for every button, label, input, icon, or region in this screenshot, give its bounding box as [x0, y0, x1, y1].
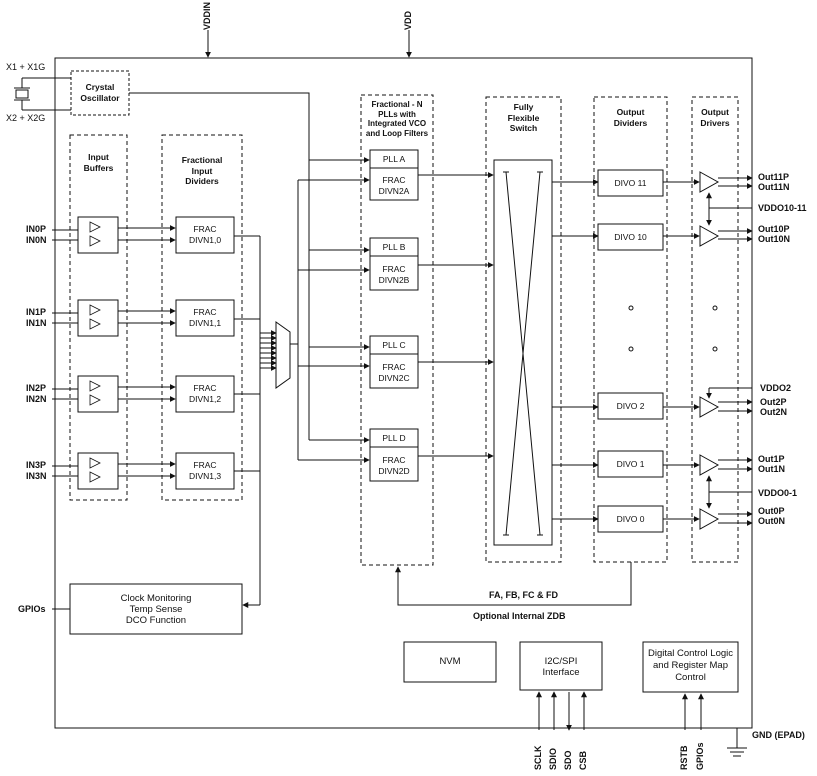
divo-11: DIVO 11: [614, 178, 647, 188]
chip-outline: [54, 57, 753, 729]
pll-d-label: PLL D: [382, 433, 406, 443]
divn1-2: FRAC DIVN1,2: [188, 383, 222, 404]
input-dividers-title: Fractional Input Dividers: [181, 155, 223, 186]
switch-title: Fully Flexible Switch: [507, 102, 540, 133]
zdb-label: Optional Internal ZDB: [473, 611, 566, 621]
input-mux: [275, 321, 291, 389]
pin-rstb: RSTB: [679, 745, 689, 771]
digital-label: Digital Control Logic and Register Map C…: [647, 648, 733, 683]
divn1-1: FRAC DIVN1,1: [188, 307, 222, 328]
pin-csb: CSB: [578, 750, 588, 770]
out10p: Out10P: [758, 224, 790, 234]
in1p-label: IN1P: [26, 307, 47, 317]
out1p: Out1P: [758, 454, 785, 464]
output-drivers-title: Output Drivers: [700, 107, 730, 128]
x2-label: X2 + X2G: [6, 113, 46, 123]
gpios-left: GPIOs: [18, 604, 46, 614]
divo-1: DIVO 1: [616, 459, 645, 469]
vddo2: VDDO2: [760, 383, 792, 393]
out10n: Out10N: [758, 234, 791, 244]
output-dividers-title: Output Dividers: [613, 107, 648, 128]
divo-0: DIVO 0: [616, 514, 645, 524]
out0n: Out0N: [758, 516, 785, 526]
pin-sclk: SCLK: [533, 745, 543, 771]
vddo10-11: VDDO10-11: [758, 203, 807, 213]
digital-block: [642, 641, 739, 693]
divo-2: DIVO 2: [616, 401, 645, 411]
pin-sdo: SDO: [563, 750, 573, 770]
pll-b-label: PLL B: [382, 242, 406, 252]
out11p: Out11P: [758, 172, 790, 182]
crystal-icon: [15, 89, 29, 99]
divo-10: DIVO 10: [614, 232, 647, 242]
plls-title: Fractional - N PLLs with Integrated VCO …: [365, 100, 429, 138]
in0n-label: IN0N: [26, 235, 47, 245]
nvm-block: [403, 641, 497, 683]
vdd-label: VDD: [403, 10, 413, 30]
x1-label: X1 + X1G: [6, 62, 46, 72]
pll-c-label: PLL C: [382, 340, 406, 350]
divn1-3: FRAC DIVN1,3: [188, 460, 222, 481]
in3n-label: IN3N: [26, 471, 47, 481]
pin-gpios: GPIOs: [695, 742, 705, 770]
out11n: Out11N: [758, 182, 790, 192]
crystal-osc-label: Crystal Oscillator: [80, 82, 120, 103]
in2n-label: IN2N: [26, 394, 47, 404]
vddo0-1: VDDO0-1: [758, 488, 798, 498]
fa-fb-label: FA, FB, FC & FD: [489, 590, 558, 600]
crosspoint-switch: [493, 159, 553, 546]
clock-monitor-label: Clock Monitoring Temp Sense DCO Function: [120, 593, 192, 626]
gnd-label: GND (EPAD): [752, 730, 805, 740]
pin-sdio: SDIO: [548, 747, 558, 770]
input-buffers-title: Input Buffers: [83, 152, 114, 173]
vddin-label: VDDIN: [202, 1, 212, 30]
i2c-label: I2C/SPI Interface: [542, 656, 580, 678]
out2n: Out2N: [760, 407, 787, 417]
divn2b: FRAC DIVN2B: [378, 264, 410, 285]
divn1-0: FRAC DIVN1,0: [188, 224, 222, 245]
out2p: Out2P: [760, 397, 787, 407]
in3p-label: IN3P: [26, 460, 47, 470]
nvm-label: NVM: [439, 656, 461, 667]
in1n-label: IN1N: [26, 318, 47, 328]
i2c-block: [519, 641, 603, 691]
in2p-label: IN2P: [26, 383, 47, 393]
divn2c: FRAC DIVN2C: [378, 362, 410, 383]
divn2a: FRAC DIVN2A: [378, 175, 410, 196]
out1n: Out1N: [758, 464, 785, 474]
pll-a-label: PLL A: [382, 154, 406, 164]
in0p-label: IN0P: [26, 224, 47, 234]
out0p: Out0P: [758, 506, 785, 516]
divn2d: FRAC DIVN2D: [378, 455, 410, 476]
